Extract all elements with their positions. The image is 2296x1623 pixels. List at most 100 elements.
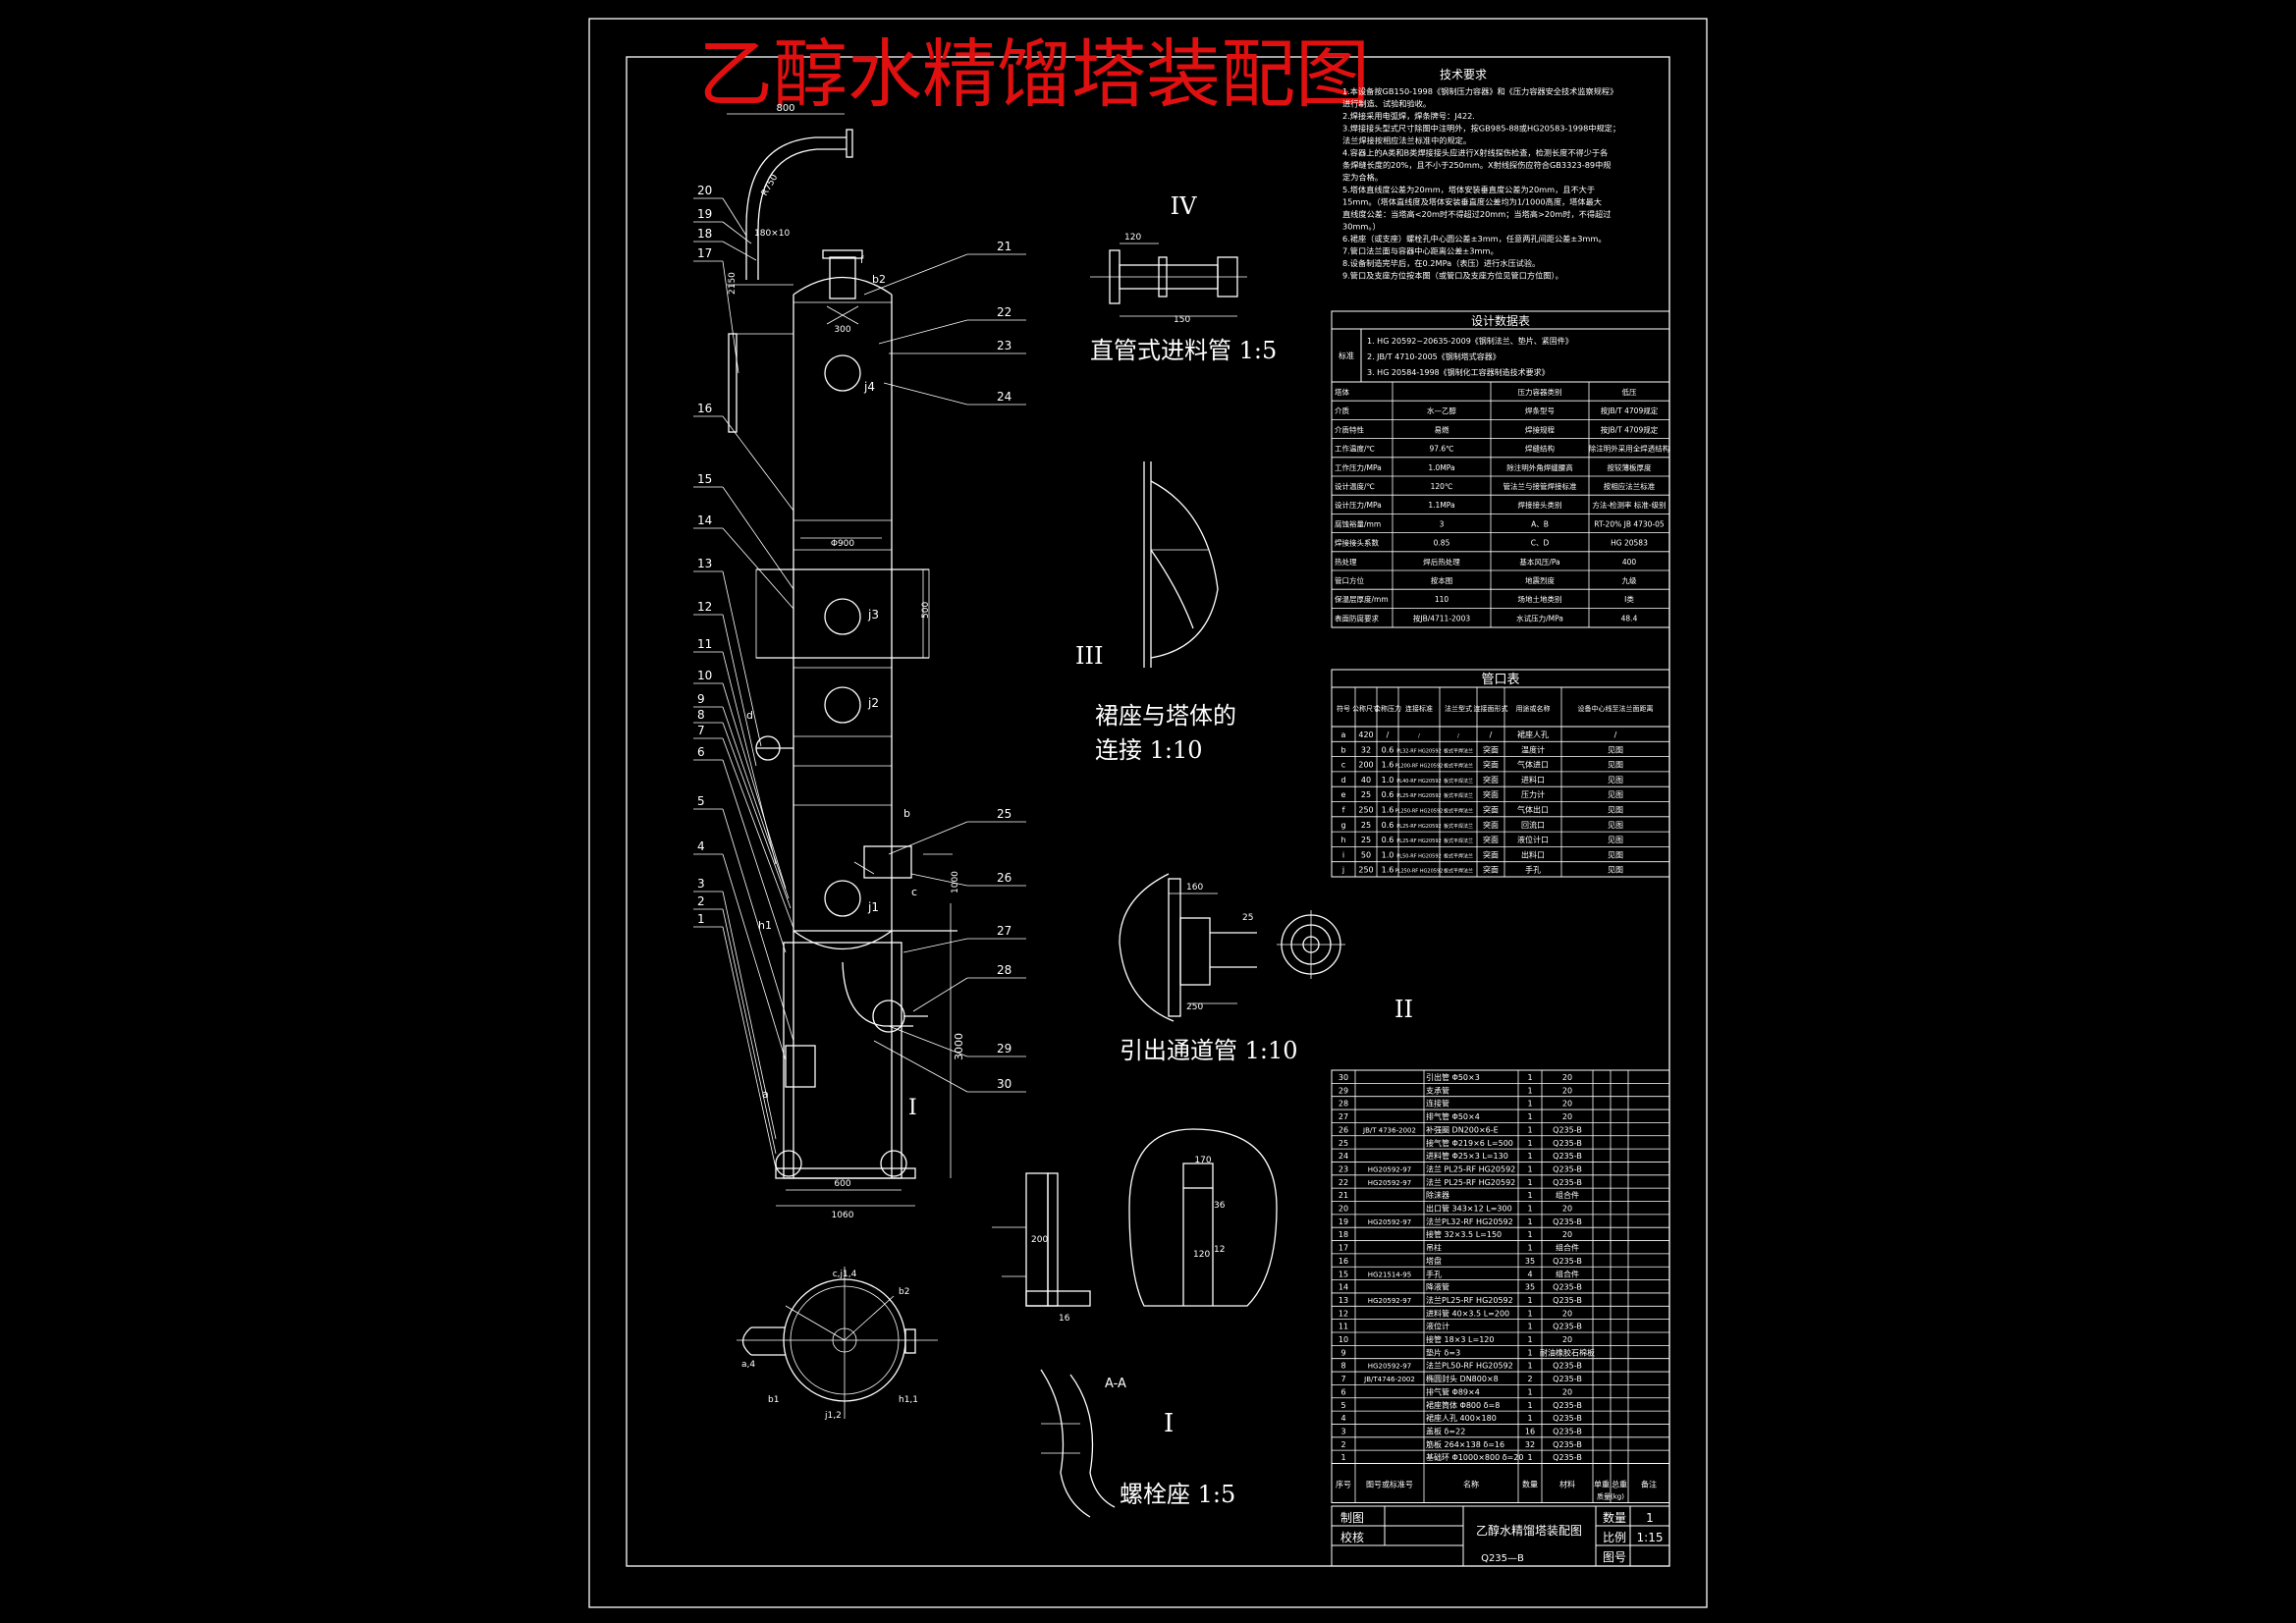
table-cell: Q235-B — [1553, 1139, 1582, 1148]
table-cell: 1 — [1527, 1178, 1532, 1187]
dim-3000: 3000 — [953, 1033, 965, 1060]
table-cell: 垫片 δ=3 — [1426, 1347, 1460, 1357]
table-cell: Q235-B — [1553, 1152, 1582, 1161]
callout-left: 13 — [697, 557, 712, 570]
table-cell: 26 — [1339, 1125, 1348, 1134]
table-cell: 板式平焊法兰 — [1444, 747, 1473, 754]
table-cell: PL250-RF HG20592 — [1395, 869, 1444, 875]
dim-500: 500 — [921, 602, 931, 619]
table-cell: HG20592-97 — [1368, 1218, 1411, 1226]
table-cell: 20 — [1562, 1387, 1572, 1396]
callout-leader — [910, 873, 968, 887]
callout-left: 8 — [697, 708, 705, 722]
table-cell: 20 — [1562, 1073, 1572, 1082]
table-cell: 20 — [1562, 1309, 1572, 1318]
tech-req-lines: 1.本设备按GB150-1998《钢制压力容器》和《压力容器安全技术监察规程》进… — [1342, 86, 1620, 281]
table-cell: HG20592-97 — [1368, 1179, 1411, 1187]
callout-leader — [722, 197, 747, 237]
callout-leader — [722, 759, 787, 953]
tech-req-line: 3.焊接接头型式尺寸除图中注明外，按GB985-88或HG20583-1998中… — [1342, 124, 1620, 134]
table-cell: PL25-RF HG20592 — [1396, 839, 1441, 844]
plan-label-a4: a,4 — [741, 1360, 755, 1370]
table-cell: PL250-RF HG20592 — [1395, 809, 1444, 815]
table-cell: 见图 — [1608, 821, 1623, 830]
table-cell: 手孔 — [1426, 1269, 1442, 1278]
base-ring — [775, 1167, 916, 1179]
table-cell: j — [1341, 866, 1344, 875]
table-cell: 九级 — [1622, 575, 1638, 585]
table-cell: 按JB/T 4709规定 — [1601, 406, 1659, 415]
table-cell: 介质 — [1335, 406, 1350, 415]
callout-leader — [912, 977, 968, 1012]
table-cell: Q235-B — [1553, 1125, 1582, 1134]
table-cell: 基本风压/Pa — [1519, 557, 1559, 567]
callout-leader — [722, 415, 794, 512]
callout-leader — [722, 221, 752, 244]
table-cell: 35 — [1525, 1257, 1535, 1266]
callout-left: 15 — [697, 472, 712, 486]
tech-req-title: 技术要求 — [1440, 68, 1487, 81]
table-cell: 按JB/4711-2003 — [1413, 613, 1470, 622]
callout-right: 21 — [997, 240, 1011, 253]
table-cell: 32 — [1525, 1440, 1535, 1449]
table-cell: 20 — [1562, 1230, 1572, 1239]
table-cell: 1 — [1527, 1125, 1532, 1134]
table-cell: 突面 — [1483, 865, 1499, 875]
outlet-pipe — [842, 961, 913, 1027]
callout-right: 28 — [997, 963, 1011, 977]
table-cell: 1.0MPa — [1428, 463, 1454, 472]
table-cell: 1 — [1527, 1335, 1532, 1344]
table-cell: 盖板 δ=22 — [1426, 1426, 1465, 1435]
table-cell: 突面 — [1483, 789, 1499, 799]
callout-leader — [878, 319, 968, 345]
table-cell: 吊柱 — [1426, 1243, 1442, 1253]
table-cell: 板式平焊法兰 — [1444, 852, 1473, 859]
tech-req-line: 条焊缝长度的20%，且不小于250mm。X射线探伤应符合GB3323-89中规 — [1342, 160, 1612, 170]
table-cell: 8 — [1340, 1362, 1345, 1371]
table-cell: d — [1340, 776, 1345, 784]
table-cell: 25 — [1361, 836, 1371, 844]
callout-right: 22 — [997, 305, 1011, 319]
callout-right: 24 — [997, 390, 1011, 404]
table-cell: 2. JB/T 4710-2005《钢制塔式容器》 — [1367, 352, 1501, 361]
table-cell: 表面防腐要求 — [1335, 613, 1379, 622]
callout-leader — [722, 241, 757, 261]
tech-req-line: 9.管口及支座方位按本图（或管口及支座方位见管口方位图）。 — [1342, 271, 1563, 281]
table-cell: Q235-B — [1553, 1178, 1582, 1187]
table-cell: 连接管 — [1426, 1099, 1449, 1109]
table-cell: 见图 — [1608, 745, 1623, 754]
table-cell: 出口管 343×12 L=300 — [1426, 1204, 1512, 1214]
tray-section — [755, 568, 930, 659]
table-cell: RT-20% JB 4730-05 — [1594, 519, 1665, 528]
ii-dim-25: 25 — [1242, 913, 1253, 923]
table-cell: Q235-B — [1553, 1440, 1582, 1449]
table-cell: 焊后热处理 — [1423, 557, 1460, 567]
table-cell: 16 — [1339, 1257, 1348, 1266]
table-cell: 突面 — [1483, 775, 1499, 784]
table-cell: Q235-B — [1553, 1401, 1582, 1410]
table-cell: 突面 — [1483, 760, 1499, 770]
table-cell: 降液管 — [1426, 1282, 1449, 1292]
table-cell: 0.6 — [1382, 745, 1394, 754]
table-cell: 11 — [1339, 1323, 1348, 1331]
title-block — [1331, 1505, 1670, 1567]
plan-label-j12: j1,2 — [824, 1411, 842, 1421]
table-cell: 出料口 — [1521, 849, 1545, 859]
drawing-title: 乙醇水精馏塔装配图 — [698, 30, 1370, 118]
callout-leader — [888, 821, 968, 855]
tech-req-line: 7.管口法兰面与容器中心距离公差±3mm。 — [1342, 246, 1499, 256]
overhead-pipe — [745, 136, 847, 280]
table-cell: 2 — [1340, 1440, 1345, 1449]
table-cell: 地震烈度 — [1525, 575, 1555, 585]
mark-a: a — [762, 1088, 769, 1101]
table-cell: c — [1341, 761, 1345, 770]
callout-left: 18 — [697, 227, 712, 241]
view-i-caption: 螺栓座 1:5 — [1120, 1481, 1235, 1508]
table-cell: 250 — [1358, 806, 1373, 815]
table-cell: 18 — [1339, 1230, 1348, 1239]
view-iv-caption: 直管式进料管 1:5 — [1090, 337, 1277, 364]
callout-leader — [883, 382, 968, 406]
callout-leader — [722, 926, 777, 1169]
dim-2150: 2150 — [728, 272, 738, 295]
table-cell: 板式平焊法兰 — [1444, 778, 1473, 784]
